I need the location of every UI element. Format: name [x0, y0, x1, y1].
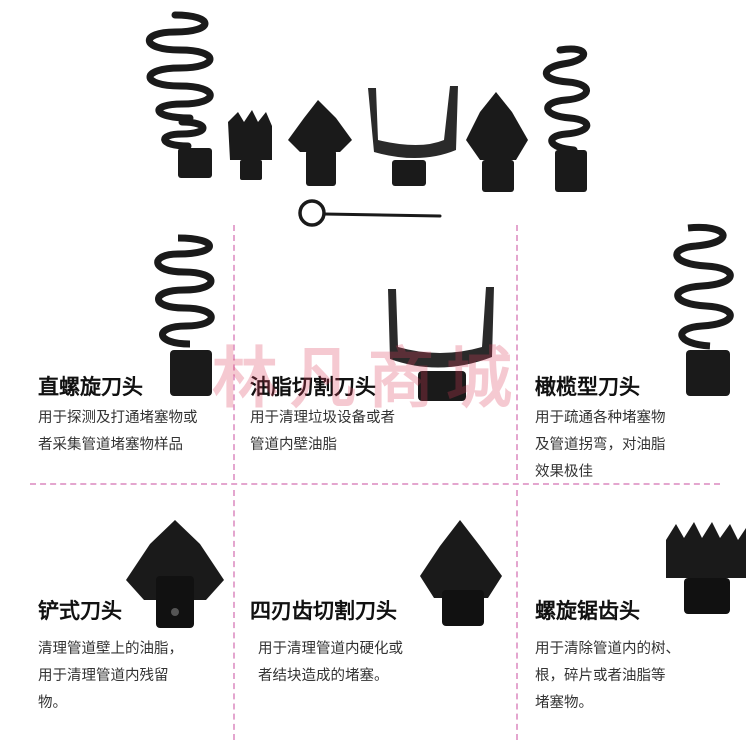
section-3-desc-line: 及管道拐弯，对油脂	[535, 437, 666, 453]
watermark: 林凡商城	[212, 339, 524, 417]
section-3-desc: 用于疏通各种堵塞物 及管道拐弯，对油脂 效果极佳	[535, 405, 735, 486]
section-1-desc-line: 者采集管道堵塞物样品	[38, 437, 183, 453]
section-4-desc-line: 物。	[38, 695, 67, 711]
olive-head-image	[673, 223, 734, 396]
section-6-desc-line: 用于清除管道内的树、	[535, 641, 680, 657]
section-4-desc-line: 用于清理管道内残留	[38, 668, 169, 684]
four-blade-head-image	[420, 520, 502, 626]
section-5-desc: 用于清理管道内硬化或 者结块造成的堵塞。	[258, 636, 508, 690]
spiral-saw-head-image	[666, 522, 746, 614]
section-6-desc-line: 根，碎片或者油脂等	[535, 668, 666, 684]
section-1-desc: 用于探测及打通堵塞物或 者采集管道堵塞物样品	[38, 405, 233, 459]
straight-spiral-head-image	[154, 234, 215, 396]
section-5-title: 四刃齿切割刀头	[250, 599, 397, 623]
divider-left-lower	[233, 490, 235, 740]
section-6-desc-line: 堵塞物。	[535, 695, 593, 711]
section-5-desc-line: 用于清理管道内硬化或	[258, 641, 403, 657]
divider-right-lower	[516, 490, 518, 740]
section-6-title: 螺旋锯齿头	[535, 599, 640, 623]
section-2-title: 油脂切割刀头	[250, 375, 376, 399]
section-6-desc: 用于清除管道内的树、 根，碎片或者油脂等 堵塞物。	[535, 636, 735, 717]
section-2-desc: 用于清理垃圾设备或者 管道内壁油脂	[250, 405, 510, 459]
section-3-title: 橄榄型刀头	[535, 375, 640, 399]
section-1-desc-line: 用于探测及打通堵塞物或	[38, 410, 198, 426]
section-3-desc-line: 用于疏通各种堵塞物	[535, 410, 666, 426]
section-3-desc-line: 效果极佳	[535, 464, 593, 480]
divider-right-upper	[516, 225, 518, 480]
grease-cutter-head-image	[388, 287, 494, 401]
divider-top	[30, 483, 720, 485]
divider-left-upper	[233, 225, 235, 480]
section-5-desc-line: 者结块造成的堵塞。	[258, 668, 389, 684]
section-4-desc-line: 清理管道壁上的油脂，	[38, 641, 183, 657]
section-2-desc-line: 管道内壁油脂	[250, 437, 337, 453]
section-1-title: 直螺旋刀头	[38, 375, 143, 399]
product-set-image	[145, 11, 591, 227]
section-4-title: 铲式刀头	[38, 599, 122, 623]
spade-head-image	[126, 520, 224, 628]
section-2-desc-line: 用于清理垃圾设备或者	[250, 410, 395, 426]
section-4-desc: 清理管道壁上的油脂， 用于清理管道内残留 物。	[38, 636, 233, 717]
